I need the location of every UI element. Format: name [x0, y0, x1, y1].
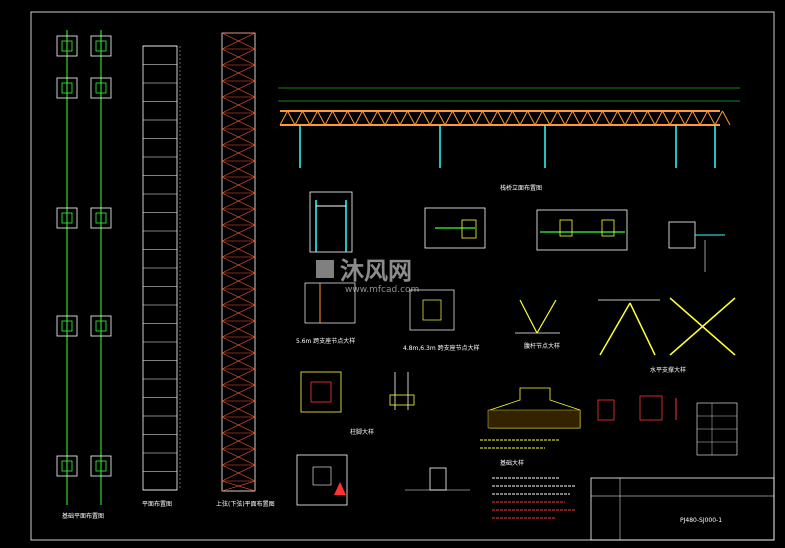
footing-row-2	[56, 207, 112, 229]
watermark-url: www.mfcad.com	[345, 285, 419, 295]
node-a-title: 腹杆节点大样	[524, 342, 560, 350]
rebar-details	[597, 395, 677, 421]
footing-row-1	[56, 35, 112, 99]
foundation-plan-title: 基础平面布置图	[62, 512, 104, 520]
detail-48-title: 4.8m,6.3m 跨支座节点大样	[403, 344, 480, 352]
foundation-title: 基础大样	[500, 459, 524, 467]
footing-row-3	[56, 315, 112, 337]
elevation-title: 栈桥立面布置图	[500, 184, 542, 192]
base-plate-title: 柱脚大样	[350, 428, 374, 436]
drawing-border	[30, 11, 775, 541]
base-plate-detail: 柱脚大样	[300, 371, 374, 436]
pier-section-detail	[405, 467, 470, 491]
pad-plan-detail	[296, 454, 348, 506]
schedule-table	[696, 402, 738, 456]
foundation-plan: 基础平面布置图	[56, 30, 112, 520]
support-56-detail: 5.6m 跨支座节点大样	[296, 282, 356, 345]
support-detail-a	[424, 207, 486, 249]
brace-node-detail	[598, 299, 660, 356]
portal-detail	[309, 191, 353, 253]
horizontal-brace-detail: 水平支撑大样	[650, 297, 736, 374]
truss-plan-title: 平面布置图	[142, 500, 172, 508]
node-c-title: 水平支撑大样	[650, 366, 686, 374]
detail-56-title: 5.6m 跨支座节点大样	[296, 337, 355, 345]
watermark-logo-icon	[316, 260, 334, 278]
drawing-number: PJ480-SJ000-1	[680, 517, 722, 524]
chord-bracing-plan: 上弦(下弦)平面布置图	[216, 32, 275, 508]
web-node-detail: 腹杆节点大样	[515, 299, 560, 350]
truss-plan: 平面布置图	[142, 45, 181, 508]
trestle-elevation: 栈桥立面布置图	[278, 87, 740, 192]
general-notes	[480, 439, 575, 519]
support-48-detail: 4.8m,6.3m 跨支座节点大样	[403, 289, 480, 352]
watermark: 沐风网 www.mfcad.com	[316, 257, 419, 295]
anchor-detail	[389, 372, 415, 410]
title-block: PJ480-SJ000-1	[590, 477, 775, 541]
footing-row-4	[56, 455, 112, 477]
chord-plan-title: 上弦(下弦)平面布置图	[216, 500, 275, 508]
watermark-brand: 沐风网	[340, 257, 412, 285]
section-box-detail	[668, 221, 725, 272]
support-detail-b	[536, 209, 628, 251]
foundation-section: 基础大样	[487, 387, 581, 467]
